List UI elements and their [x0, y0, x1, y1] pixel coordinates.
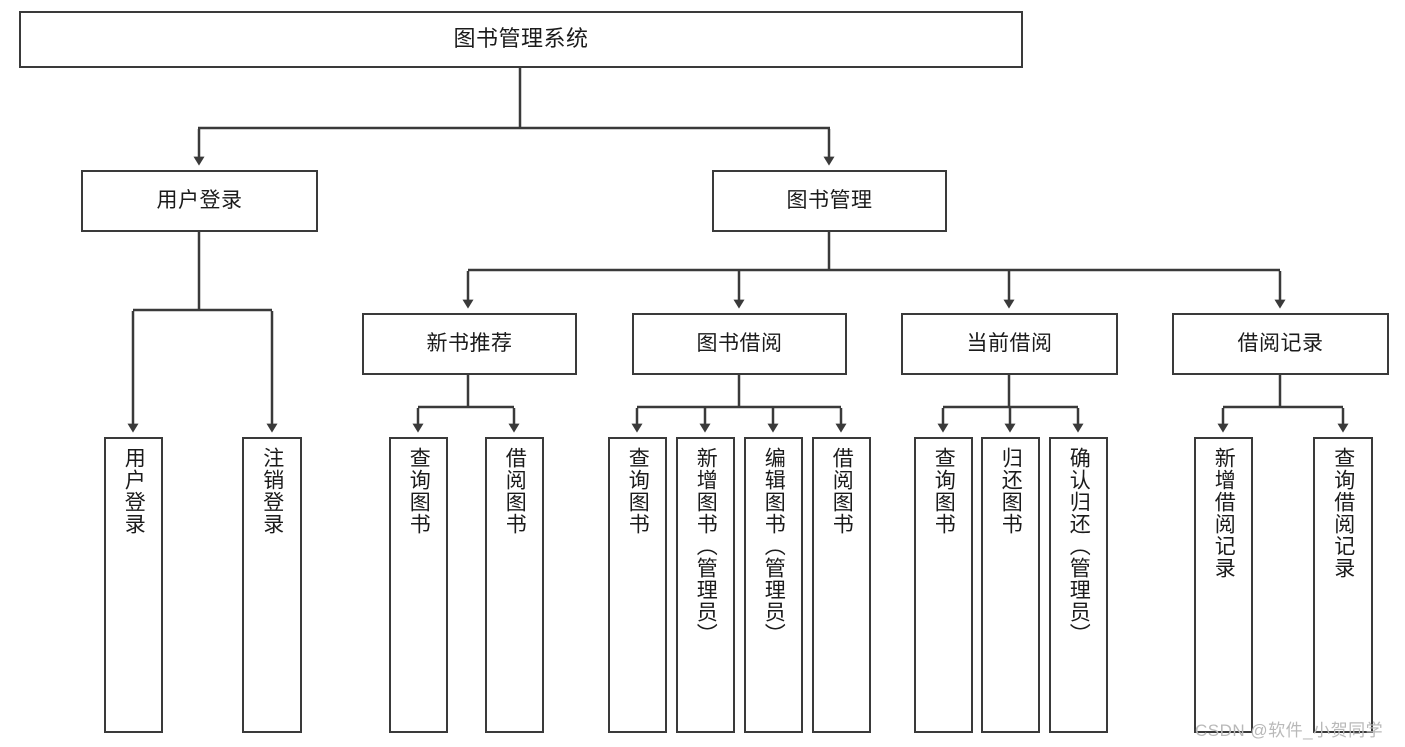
- node-label: 借阅图书: [503, 447, 527, 535]
- node-borrow-record[interactable]: 借阅记录: [1172, 313, 1389, 375]
- node-book-borrow[interactable]: 图书借阅: [632, 313, 847, 375]
- node-leaf-user-login[interactable]: 用户登录: [104, 437, 163, 733]
- node-leaf-logout-login[interactable]: 注销登录: [242, 437, 302, 733]
- node-label: 注销登录: [260, 447, 284, 535]
- node-leaf-query-book-borrow[interactable]: 查询图书: [608, 437, 667, 733]
- node-book-management[interactable]: 图书管理: [712, 170, 947, 232]
- node-label: 图书管理系统: [453, 26, 589, 52]
- node-new-book-recommend[interactable]: 新书推荐: [362, 313, 577, 375]
- node-label: 用户登录: [122, 447, 146, 535]
- csdn-watermark: CSDN @软件_小贺同学: [1195, 721, 1384, 740]
- node-leaf-return-book[interactable]: 归还图书: [981, 437, 1040, 733]
- node-label: 借阅图书: [830, 447, 854, 535]
- node-label: 查询图书: [626, 447, 650, 535]
- node-leaf-query-book-current[interactable]: 查询图书: [914, 437, 973, 733]
- node-current-borrow[interactable]: 当前借阅: [901, 313, 1118, 375]
- node-root-book-management-system[interactable]: 图书管理系统: [19, 11, 1023, 68]
- node-user-login[interactable]: 用户登录: [81, 170, 318, 232]
- node-leaf-add-borrow-record[interactable]: 新增借阅记录: [1194, 437, 1253, 733]
- node-label: 查询借阅记录: [1331, 447, 1355, 579]
- node-label: 查询图书: [407, 447, 431, 535]
- node-label: 用户登录: [156, 189, 243, 213]
- node-leaf-add-book-admin[interactable]: 新增图书（管理员）: [676, 437, 735, 733]
- node-label: 图书管理: [786, 189, 873, 213]
- node-leaf-query-book-recommend[interactable]: 查询图书: [389, 437, 448, 733]
- node-label: 图书借阅: [696, 332, 783, 356]
- node-leaf-confirm-return-admin[interactable]: 确认归还（管理员）: [1049, 437, 1108, 733]
- node-leaf-borrow-book[interactable]: 借阅图书: [812, 437, 871, 733]
- node-label: 编辑图书（管理员）: [762, 447, 786, 645]
- node-leaf-edit-book-admin[interactable]: 编辑图书（管理员）: [744, 437, 803, 733]
- node-label: 归还图书: [999, 447, 1023, 535]
- node-label: 查询图书: [932, 447, 956, 535]
- node-label: 新书推荐: [426, 332, 513, 356]
- node-label: 新增借阅记录: [1212, 447, 1236, 579]
- node-label: 新增图书（管理员）: [694, 447, 718, 645]
- node-leaf-borrow-book-recommend[interactable]: 借阅图书: [485, 437, 544, 733]
- node-label: 确认归还（管理员）: [1067, 447, 1091, 645]
- node-label: 当前借阅: [966, 332, 1053, 356]
- node-leaf-query-borrow-record[interactable]: 查询借阅记录: [1313, 437, 1373, 733]
- node-label: 借阅记录: [1237, 332, 1324, 356]
